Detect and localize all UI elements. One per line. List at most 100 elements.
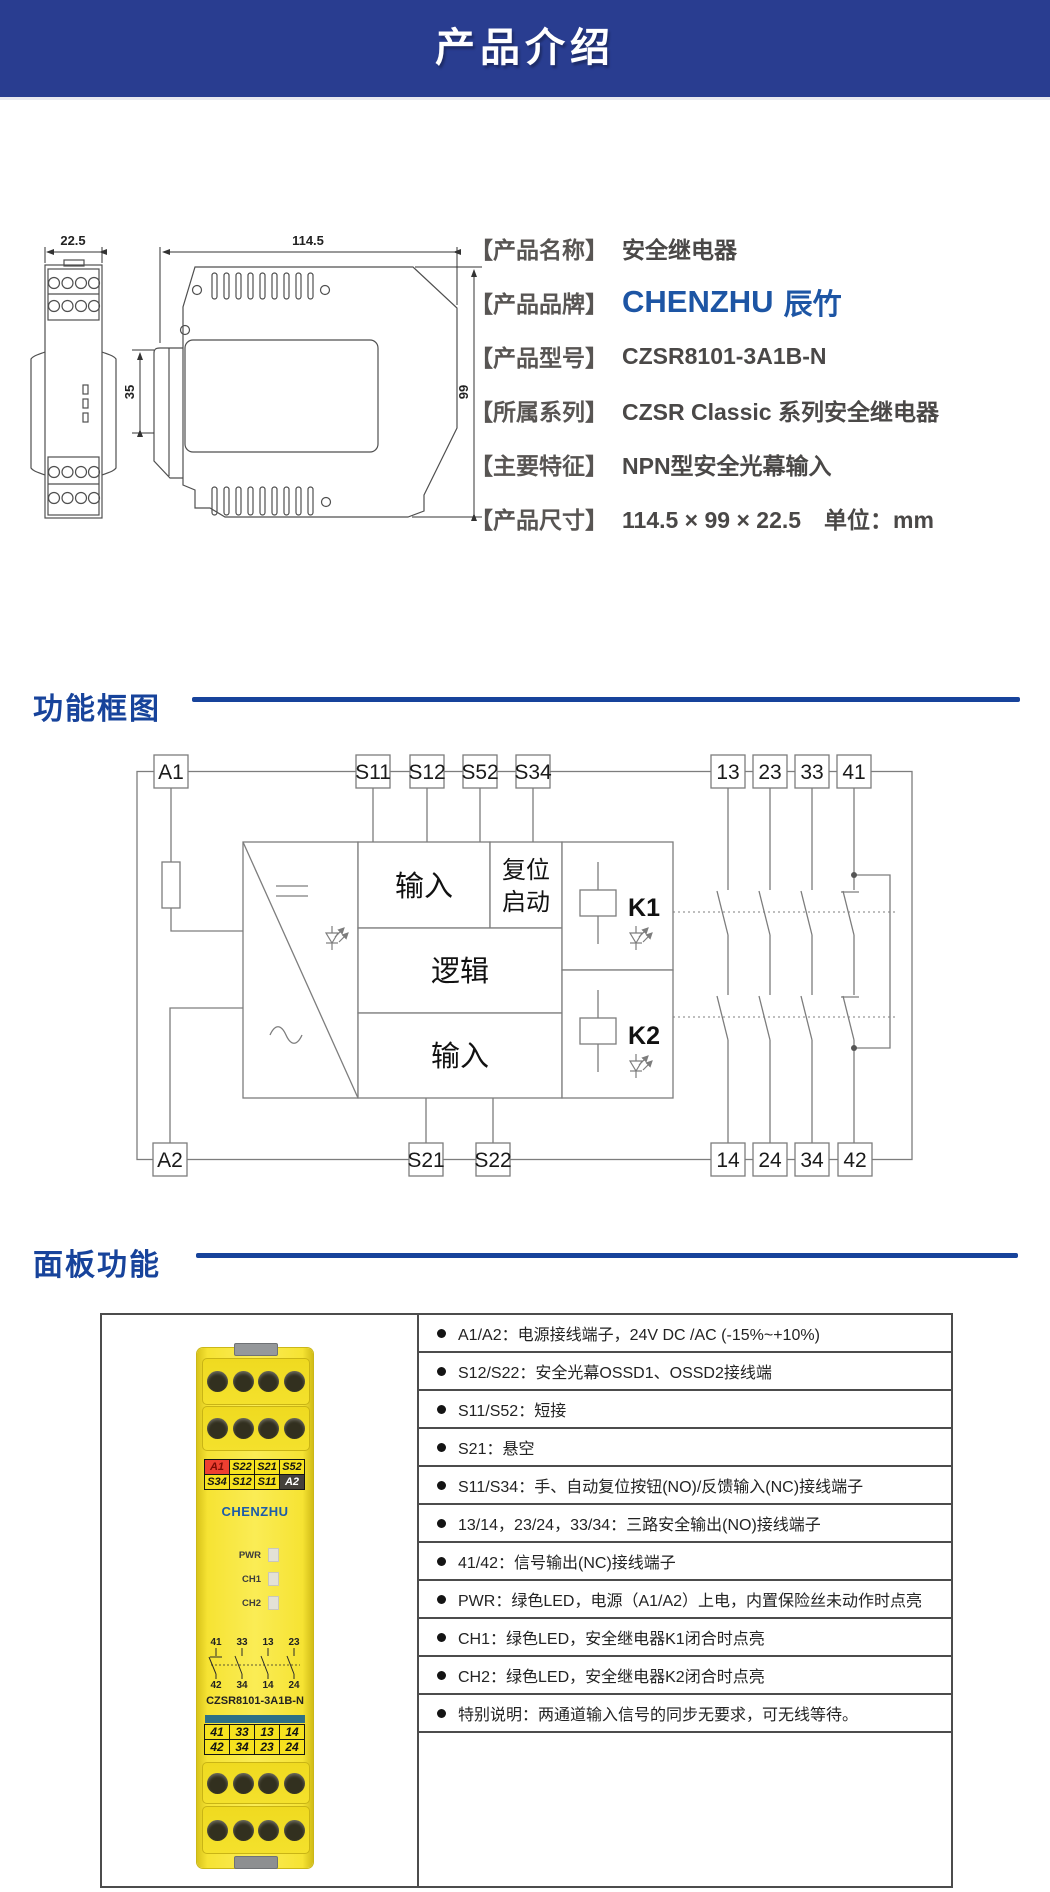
screw-terminal-hole [207, 1772, 229, 1794]
relay-k2-label: K2 [628, 1022, 660, 1050]
table-row: S21：悬空 [419, 1429, 951, 1467]
terminal-block-bottom-1 [202, 1762, 310, 1804]
contact-24: 24 [288, 1680, 300, 1691]
section-rule-panel [196, 1253, 1018, 1258]
product-name-label: 【产品名称】 [470, 237, 608, 263]
product-model-label: 【产品型号】 [470, 345, 608, 371]
bullet-icon [437, 1670, 446, 1680]
block-input-bottom-label: 输入 [431, 1040, 489, 1073]
table-row: S12/S22：安全光幕OSSD1、OSSD2接线端 [419, 1353, 951, 1391]
screw-terminal-hole [207, 1371, 229, 1392]
section-title-panel: 面板功能 [33, 1249, 161, 1282]
terminal-42: 42 [843, 1149, 866, 1172]
table-column-divider [417, 1315, 419, 1886]
screw-terminal-hole [232, 1772, 254, 1794]
label-33: 33 [229, 1724, 255, 1740]
product-row-series: 【所属系列】 CZSR Classic 系列安全继电器 [470, 392, 939, 428]
block-reset-line2: 启动 [502, 889, 550, 916]
table-row: CH2：绿色LED，安全继电器K2闭合时点亮 [419, 1657, 951, 1695]
product-series-value: CZSR Classic 系列安全继电器 [622, 399, 939, 425]
terminal-s52: S52 [461, 761, 498, 784]
product-model-value: CZSR8101-3A1B-N [622, 342, 827, 369]
dim-body-height: 99 [456, 385, 471, 399]
function-block-diagram: A1 S11 S12 S52 S34 13 23 33 41 A2 S21 S2… [136, 754, 913, 1177]
terminal-s34: S34 [514, 761, 552, 784]
product-brand-label: 【产品品牌】 [470, 291, 608, 317]
row-text: 13/14，23/24，33/34：三路安全输出(NO)接线端子 [458, 1517, 821, 1534]
label-23: 23 [254, 1739, 280, 1755]
bullet-icon [437, 1708, 446, 1718]
relay-labels: K1 K2 [628, 894, 660, 1050]
contact-33: 33 [236, 1637, 248, 1648]
printed-contact-diagram: 41 33 13 23 42 34 14 24 [208, 1637, 300, 1691]
block-logic-label: 逻辑 [431, 955, 489, 988]
side-view [153, 266, 458, 518]
bullet-icon [437, 1594, 446, 1604]
dimension-drawing: 22.5 114.5 35 99 [30, 233, 482, 521]
terminal-block-bottom-2 [202, 1806, 310, 1854]
ch2-led-icon [268, 1596, 279, 1610]
row-text: S11/S52：短接 [458, 1403, 567, 1420]
screw-terminal-hole [283, 1819, 305, 1841]
contact-34: 34 [236, 1680, 248, 1691]
label-13: 13 [254, 1724, 280, 1740]
dimension-labels: 22.5 114.5 35 99 [60, 233, 471, 399]
table-row: S11/S34：手、自动复位按钮(NO)/反馈输入(NC)接线端子 [419, 1467, 951, 1505]
label-34: 34 [229, 1739, 255, 1755]
contact-41: 41 [210, 1637, 222, 1648]
screw-terminal-hole [258, 1772, 280, 1794]
row-text: 特别说明：两通道输入信号的同步无要求，可无线等待。 [458, 1707, 859, 1724]
product-row-size: 【产品尺寸】 114.5 × 99 × 22.5 单位：mm [470, 500, 934, 536]
screw-terminal-hole [283, 1418, 305, 1439]
terminal-s12: S12 [408, 761, 445, 784]
bullet-icon [437, 1632, 446, 1642]
led-row-ch2: CH2 [225, 1596, 291, 1610]
terminal-23: 23 [758, 761, 781, 784]
table-row: 41/42：信号输出(NC)接线端子 [419, 1543, 951, 1581]
led-row-pwr: PWR [225, 1548, 291, 1562]
label-a1: A1 [204, 1459, 230, 1475]
bottom-terminal-boxes [152, 1142, 873, 1177]
panel-function-table: A1/A2：电源接线端子，24V DC /AC (-15%~+10%) S12/… [100, 1313, 953, 1888]
ch1-led-label: CH1 [241, 1573, 261, 1585]
bullet-icon [437, 1518, 446, 1528]
row-text: CH2：绿色LED，安全继电器K2闭合时点亮 [458, 1669, 765, 1686]
label-42: 42 [204, 1739, 230, 1755]
row-text: S12/S22：安全光幕OSSD1、OSSD2接线端 [458, 1365, 772, 1382]
contact-symbols [208, 1648, 300, 1679]
terminal-a1: A1 [158, 761, 184, 784]
contact-23: 23 [288, 1637, 300, 1648]
product-size-value: 114.5 × 99 × 22.5 单位：mm [622, 507, 934, 533]
terminal-labels: A1 S11 S12 S52 S34 13 23 33 41 A2 S21 S2… [157, 761, 867, 1172]
teal-stripe [205, 1715, 305, 1723]
device-model-text: CZSR8101-3A1B-N [206, 1695, 304, 1707]
product-feature-value: NPN型安全光幕输入 [622, 453, 832, 479]
reset-block-labels: 复位 启动 [502, 857, 550, 916]
block-labels: 输入 逻辑 输入 [395, 870, 489, 1073]
label-s52: S52 [279, 1459, 305, 1475]
led-row-ch1: CH1 [225, 1572, 291, 1586]
block-input-top-label: 输入 [395, 870, 453, 903]
terminal-s21: S21 [407, 1149, 444, 1172]
junction-dot-top [851, 872, 857, 878]
dc-symbol [276, 885, 308, 897]
pwr-led-icon [268, 1548, 279, 1562]
terminal-label-strip-top: A1 S22 S21 S52 S34 S12 S11 A2 [204, 1459, 305, 1490]
section-title-function-diagram: 功能框图 [33, 693, 161, 726]
bullet-icon [437, 1404, 446, 1414]
label-s21: S21 [254, 1459, 280, 1475]
relay-device-image: A1 S22 S21 S52 S34 S12 S11 A2 CHENZHU PW… [197, 1343, 313, 1869]
bullet-icon [437, 1328, 446, 1338]
section-rule-function-diagram [192, 697, 1020, 702]
dim-front-width: 22.5 [60, 233, 85, 248]
logic-block [357, 927, 563, 1014]
screw-terminal-hole [207, 1418, 229, 1439]
front-view [30, 259, 117, 519]
product-row-feature: 【主要特征】 NPN型安全光幕输入 [470, 446, 832, 482]
label-s22: S22 [229, 1459, 255, 1475]
page-header: 产品介绍 [0, 0, 1050, 97]
pwr-led-label: PWR [238, 1549, 261, 1561]
terminal-block-top-1 [202, 1358, 310, 1405]
terminal-s22: S22 [474, 1149, 511, 1172]
page-title: 产品介绍 [435, 26, 615, 70]
